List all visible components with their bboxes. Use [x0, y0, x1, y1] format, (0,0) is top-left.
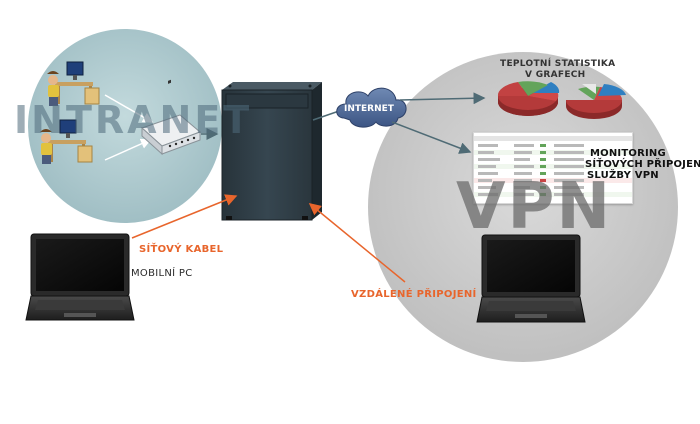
laptop-icon — [476, 234, 586, 323]
network-switch-icon — [141, 79, 201, 156]
mobile-pc-label: MOBILNÍ PC — [131, 268, 193, 279]
monitoring-table-thumbnail — [473, 132, 633, 204]
workstation-icon — [40, 119, 93, 164]
monitoring-label-3: SLUŽBY VPN — [587, 170, 659, 181]
remote-arrow — [308, 203, 406, 283]
workstation-icon — [47, 61, 100, 106]
vpn-zone — [368, 52, 678, 362]
intranet-label: INTRANET — [14, 98, 253, 142]
link-to-monitoring — [391, 121, 472, 154]
lan-link — [104, 138, 152, 161]
vpn-label: VPN — [456, 170, 612, 244]
link-to-stats — [399, 92, 486, 105]
remote-connection-label: VZDÁLENÉ PŘIPOJENÍ — [351, 289, 477, 300]
laptop-icon — [25, 233, 135, 321]
lan-link — [104, 94, 154, 123]
internet-label: INTERNET — [344, 104, 394, 114]
pie-chart-icon — [497, 81, 560, 116]
pie-chart-icon — [566, 84, 626, 119]
network-cable-label: SÍŤOVÝ KABEL — [139, 244, 224, 255]
monitoring-label-1: MONITORING — [590, 148, 666, 159]
temp-stats-label: TEPLOTNÍ STATISTIKA — [500, 59, 616, 69]
internet-cloud-icon — [336, 87, 407, 128]
temp-stats-label-2: V GRAFECH — [525, 70, 586, 80]
monitoring-label-2: SÍŤOVÝCH PŘIPOJENÍ, — [585, 159, 700, 170]
cable-arrow — [131, 194, 238, 239]
